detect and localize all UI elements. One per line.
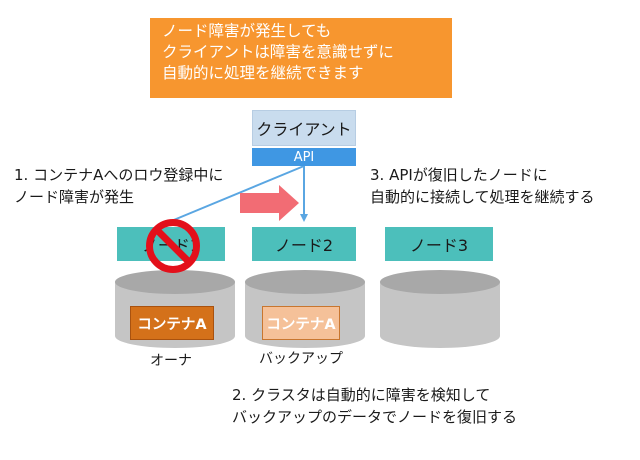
container-a-backup: コンテナA bbox=[262, 306, 340, 340]
api-to-node1-line bbox=[151, 165, 305, 230]
step1-note: 1. コンテナAへのロウ登録中に ノード障害が発生 bbox=[14, 164, 223, 208]
owner-caption: オーナ bbox=[150, 353, 192, 369]
backup-caption: バックアップ bbox=[259, 351, 343, 367]
container-a-owner: コンテナA bbox=[130, 306, 214, 340]
summary-banner: ノード障害が発生しても クライアントは障害を意識せずに 自動的に処理を継続できま… bbox=[150, 18, 452, 98]
node-3: ノード3 bbox=[385, 227, 493, 261]
step1-line-2: ノード障害が発生 bbox=[14, 188, 135, 206]
step3-note: 3. APIが復旧したノードに 自動的に接続して処理を継続する bbox=[370, 164, 595, 208]
prohibited-icon bbox=[146, 219, 200, 273]
summary-line-1: ノード障害が発生しても bbox=[162, 22, 332, 40]
summary-line-3: 自動的に処理を継続できます bbox=[162, 64, 364, 82]
step1-line-1: 1. コンテナAへのロウ登録中に bbox=[14, 166, 224, 184]
right-arrow-icon bbox=[240, 185, 299, 221]
disk-cylinder-3 bbox=[380, 270, 500, 348]
step3-line-2: 自動的に接続して処理を継続する bbox=[370, 188, 595, 206]
step2-line-1: 2. クラスタは自動的に障害を検知して bbox=[232, 386, 491, 404]
summary-line-2: クライアントは障害を意識せずに bbox=[162, 43, 394, 61]
api-label: API bbox=[252, 148, 356, 166]
node-2: ノード2 bbox=[252, 227, 356, 261]
step2-line-2: バックアップのデータでノードを復旧する bbox=[232, 408, 518, 426]
step2-note: 2. クラスタは自動的に障害を検知して バックアップのデータでノードを復旧する bbox=[232, 384, 517, 428]
client-box: クライアント bbox=[252, 110, 356, 146]
step3-line-1: 3. APIが復旧したノードに bbox=[370, 166, 548, 184]
